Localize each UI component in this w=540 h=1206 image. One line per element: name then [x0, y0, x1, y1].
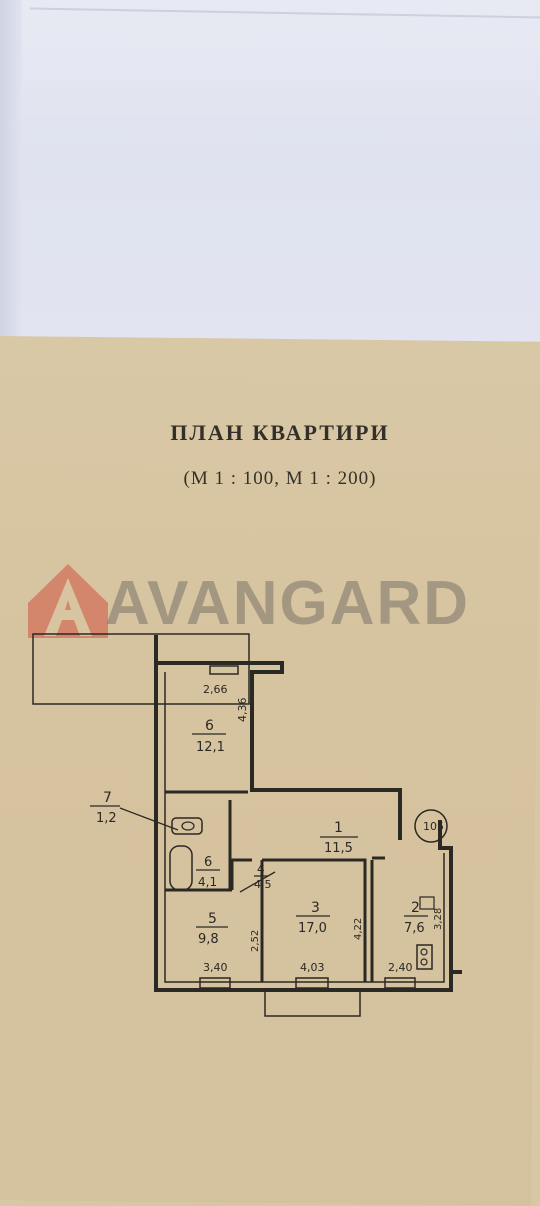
- document-title: ПЛАН КВАРТИРИ: [170, 420, 390, 445]
- room-area-6b: 4,1: [198, 875, 217, 889]
- room-number-6b: 6: [204, 855, 212, 870]
- dimension-5-right: 2,52: [250, 930, 261, 952]
- watermark-logo-icon: [28, 564, 108, 638]
- dimension-3-right: 4,22: [353, 918, 364, 940]
- envelope-background: [0, 0, 540, 350]
- room-area-6a: 12,1: [196, 740, 225, 755]
- floor-plan-labels: 6 12,1 1 11,5 3 17,0 2 7,6 5 9,8 6 4,1 4…: [96, 683, 444, 974]
- dimension-top: 2,66: [203, 683, 228, 696]
- dimension-2-right: 3,28: [433, 908, 444, 930]
- room-number-3: 3: [311, 900, 320, 916]
- bathtub-icon: [169, 845, 193, 891]
- dimension-right-6: 4,36: [236, 698, 249, 723]
- room-area-5: 9,8: [198, 932, 219, 947]
- inner-wall-line: [164, 672, 445, 983]
- balcony-front: [264, 989, 361, 1017]
- room-number-6a: 6: [205, 718, 214, 734]
- dimension-bottom-2: 2,40: [388, 961, 413, 974]
- watermark-text: AVANGARD: [105, 569, 471, 638]
- toilet-icon: [171, 817, 203, 835]
- room-area-2: 7,6: [404, 921, 425, 936]
- room-area-1: 11,5: [324, 841, 353, 856]
- partition-walls: [165, 790, 385, 982]
- room-number-4: 4: [257, 862, 265, 876]
- envelope-fold: [0, 0, 22, 350]
- stove-icon: [416, 944, 433, 970]
- dimension-bottom-5: 3,40: [203, 961, 228, 974]
- window-4: [209, 665, 239, 675]
- window-3: [384, 977, 416, 989]
- room-number-7: 7: [103, 790, 112, 806]
- floor-plan: [32, 633, 462, 1017]
- envelope-crease: [30, 7, 540, 19]
- outer-walls: [154, 635, 462, 992]
- room-area-7: 1,2: [96, 811, 117, 826]
- dimension-bottom-3: 4,03: [300, 961, 325, 974]
- badge-circle: [414, 809, 448, 843]
- window-2: [295, 977, 329, 989]
- balcony-outline: [32, 633, 250, 705]
- document-scale: (М 1 : 100, М 1 : 200): [183, 468, 377, 489]
- window-1: [199, 977, 231, 989]
- room-area-3: 17,0: [298, 921, 327, 936]
- room-number-1: 1: [334, 820, 343, 836]
- room-number-5: 5: [208, 911, 217, 927]
- room-area-4: 4,5: [254, 878, 272, 891]
- room-number-2: 2: [411, 900, 420, 916]
- badge-label: 105: [423, 820, 444, 833]
- sink-icon: [419, 896, 435, 910]
